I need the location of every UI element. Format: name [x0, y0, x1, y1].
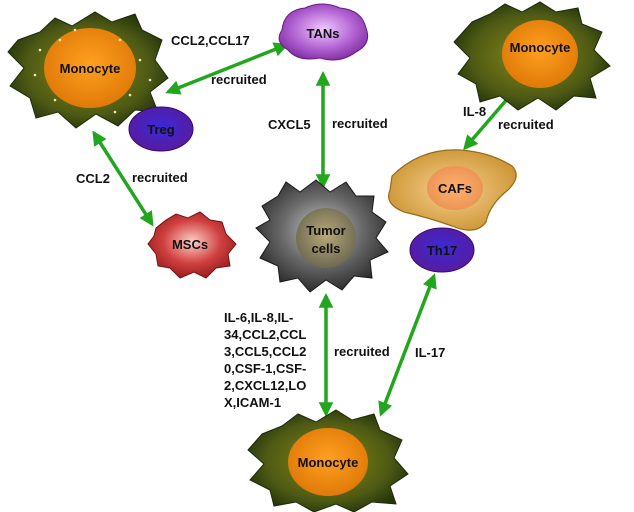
treg-membrane [128, 106, 194, 152]
granule-dot [33, 73, 37, 77]
granule-dot [148, 78, 152, 82]
label-cxcl5: CXCL5 [268, 117, 311, 132]
tumor-label-line2: cells [312, 241, 341, 256]
granule-dot [58, 38, 62, 42]
label-cytokines-0: IL-6,IL-8,IL- [224, 310, 293, 325]
label-cytokines-1: 34,CCL2,CCL [224, 327, 306, 342]
monocyte-top-right-nucleus [502, 20, 578, 88]
label-ccl2-ccl17: CCL2,CCL17 [171, 33, 250, 48]
label-cytokines-4: 2,CXCL12,LO [224, 378, 306, 393]
cafs-nucleus [427, 166, 483, 210]
arrow-tans-monocyte-left [165, 42, 289, 95]
cafs-cell: CAFs [388, 149, 517, 231]
cafs-label: CAFs [438, 181, 472, 196]
label-il17: IL-17 [415, 345, 445, 360]
tumor-cell: Tumor cells [255, 179, 389, 293]
granule-dot [73, 28, 77, 32]
arrow-monocyte-left-mscs [92, 130, 154, 227]
label-recruited-2: recruited [332, 116, 388, 131]
label-cytokines-5: X,ICAM-1 [224, 395, 281, 410]
label-cytokines-2: 3,CCL5,CCL2 [224, 344, 306, 359]
mscs-label: MSCs [172, 237, 208, 252]
granule-dot [38, 48, 42, 52]
label-ccl2: CCL2 [76, 171, 110, 186]
granule-dot [128, 93, 132, 97]
arrow-th17-monocyte-bottom [378, 273, 437, 417]
tumor-nucleus [296, 208, 356, 268]
monocyte-bottom-cell: Monocyte [247, 409, 409, 512]
monocyte-top-right-label: Monocyte [510, 40, 571, 55]
granule-dot [118, 38, 122, 42]
tans-cell: TANs [278, 3, 369, 61]
treg-cell: Treg [128, 106, 194, 152]
granule-dot [138, 58, 142, 62]
monocyte-top-right-cell: Monocyte [453, 1, 611, 111]
label-recruited-3: recruited [498, 117, 554, 132]
treg-label: Treg [147, 122, 175, 137]
granule-dot [113, 110, 117, 114]
tans-membrane [278, 3, 369, 61]
label-cytokines-3: 0,CSF-1,CSF- [224, 361, 306, 376]
monocyte-top-left-nucleus [44, 28, 136, 108]
granule-dot [53, 98, 57, 102]
tumor-label-line1: Tumor [306, 223, 345, 238]
mscs-membrane [147, 211, 237, 279]
th17-label: Th17 [427, 243, 457, 258]
monocyte-bottom-nucleus [288, 428, 368, 496]
monocyte-top-left-cell: Monocyte [7, 11, 587, 502]
th17-cell: Th17 [409, 227, 475, 273]
monocyte-top-left-label: Monocyte [60, 61, 121, 76]
label-il8: IL-8 [463, 104, 486, 119]
labels-layer: CCL2,CCL17 recruited CXCL5 recruited IL-… [76, 33, 554, 410]
label-recruited-5: recruited [334, 344, 390, 359]
label-recruited-1: recruited [211, 72, 267, 87]
monocyte-bottom-label: Monocyte [298, 455, 359, 470]
th17-membrane [409, 227, 475, 273]
mscs-cell: MSCs [147, 211, 237, 279]
label-recruited-4: recruited [132, 170, 188, 185]
tans-label: TANs [307, 26, 340, 41]
